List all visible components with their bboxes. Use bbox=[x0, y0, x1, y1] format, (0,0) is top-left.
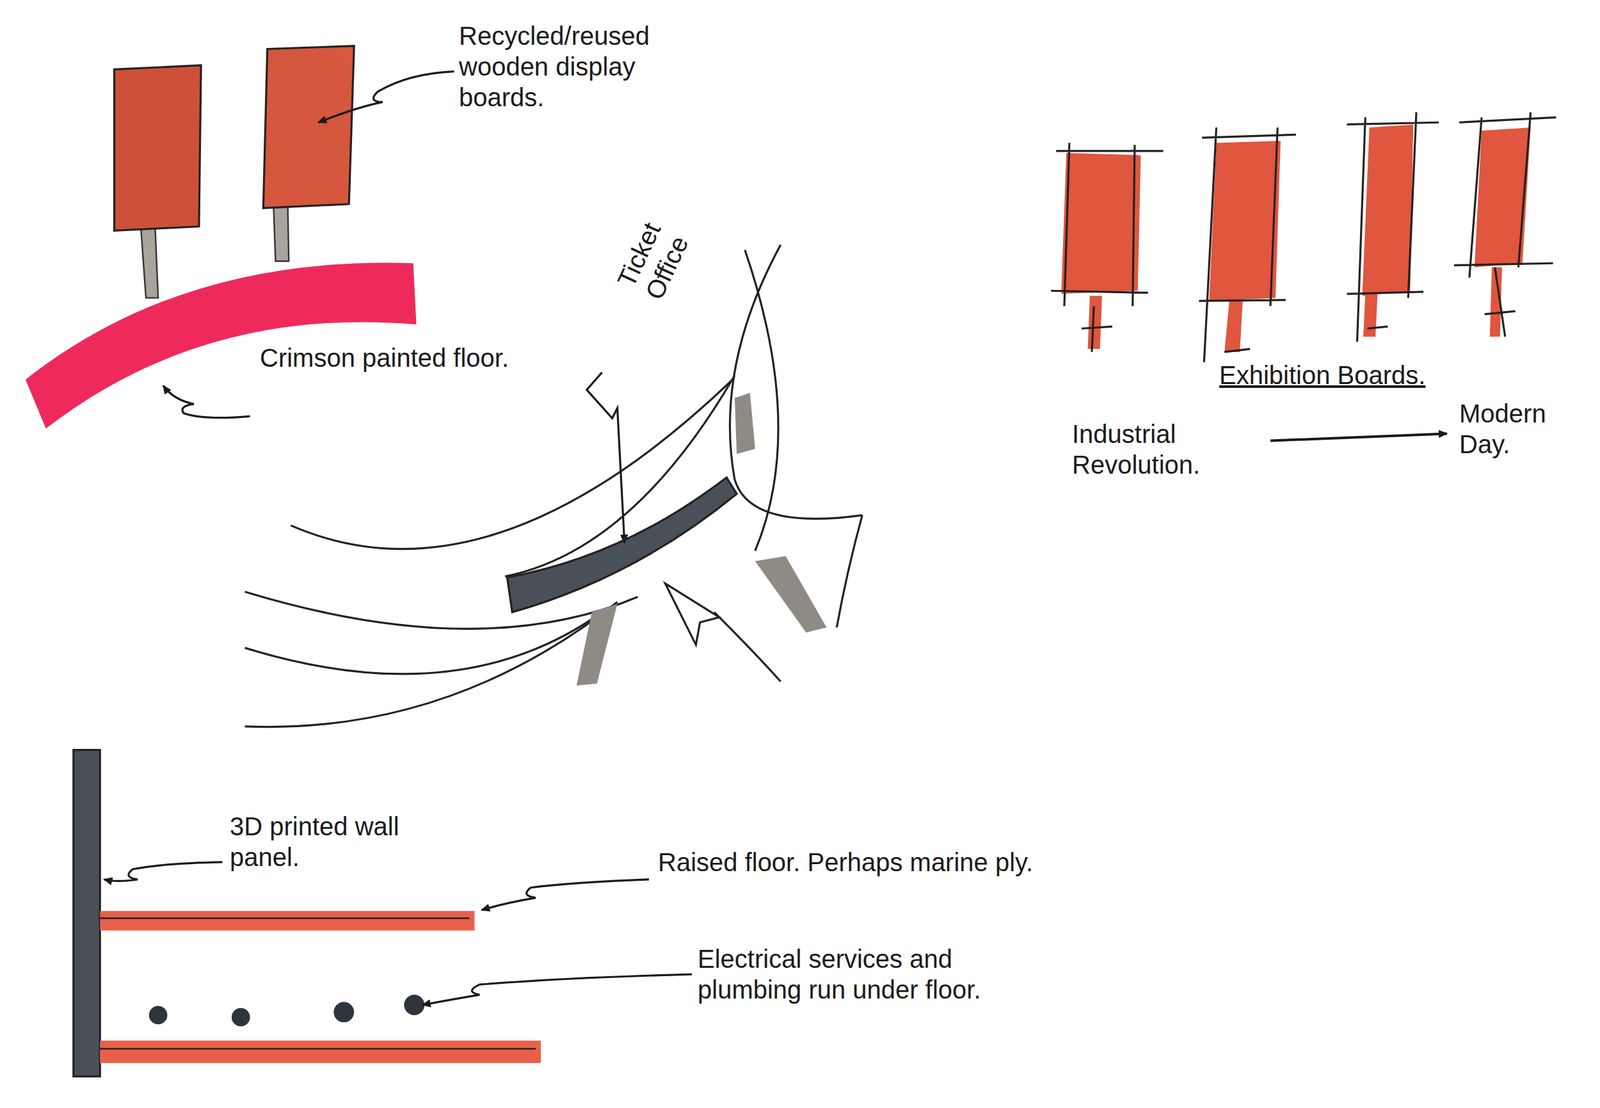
note-label: Raised floor. Perhaps marine ply. bbox=[657, 846, 1298, 878]
service-pipe bbox=[333, 1001, 354, 1023]
base-floor-line bbox=[99, 1047, 536, 1049]
area-label: Ticket Office bbox=[597, 190, 708, 333]
raised-floor-line bbox=[99, 917, 470, 919]
plan-wall bbox=[729, 245, 863, 520]
note-label: Recycled/reused wooden display boards. bbox=[458, 20, 715, 113]
plan-arc bbox=[245, 601, 618, 727]
display-board bbox=[114, 65, 202, 231]
note-label: Crimson painted floor. bbox=[259, 342, 516, 374]
plan-arc bbox=[245, 591, 639, 629]
board-post bbox=[273, 204, 289, 262]
exhibition-boards bbox=[1050, 112, 1556, 363]
service-pipe bbox=[403, 994, 425, 1016]
leader-line bbox=[104, 862, 223, 881]
wall-panel bbox=[73, 750, 100, 1077]
leader-line bbox=[163, 385, 251, 418]
leader-line bbox=[586, 372, 625, 543]
timeline-label: Industrial Revolution. bbox=[1072, 418, 1258, 480]
raised-floor bbox=[99, 910, 475, 930]
service-pipe bbox=[231, 1008, 251, 1027]
heading-label: Exhibition Boards. bbox=[1219, 359, 1552, 391]
leader-line bbox=[481, 879, 649, 911]
entrance-arrow bbox=[665, 583, 720, 646]
timeline-arrow bbox=[1270, 433, 1448, 441]
leader-line bbox=[422, 974, 692, 1005]
timeline-label: Modern Day. bbox=[1459, 398, 1588, 460]
service-pipe bbox=[149, 1006, 168, 1025]
note-label: 3D printed wall panel. bbox=[229, 810, 422, 873]
plan-wall bbox=[714, 611, 781, 681]
wall-shade bbox=[576, 604, 618, 687]
wall-shade bbox=[734, 392, 756, 455]
wall-shade bbox=[755, 556, 827, 633]
plan-arc bbox=[245, 611, 603, 674]
board-post bbox=[140, 226, 159, 299]
note-label: Electrical services and plumbing run und… bbox=[697, 943, 1005, 1005]
base-floor bbox=[99, 1040, 541, 1064]
plan-wall bbox=[836, 515, 863, 628]
leader-line bbox=[318, 71, 454, 123]
display-board bbox=[263, 46, 354, 208]
